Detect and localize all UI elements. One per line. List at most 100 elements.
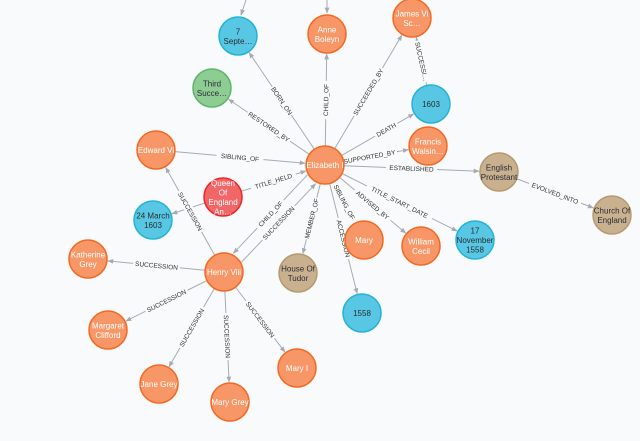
relationship-label-bg bbox=[372, 119, 400, 141]
relationship-evolved-into[interactable]: EVOLVED_INTO bbox=[516, 178, 594, 209]
node-circle[interactable] bbox=[133, 200, 173, 240]
node-circle[interactable] bbox=[203, 177, 243, 217]
node-label: Clifford bbox=[95, 331, 120, 340]
node-circle[interactable] bbox=[305, 145, 345, 185]
relationship-label-bg bbox=[268, 84, 296, 118]
relationship-label-bg bbox=[132, 258, 181, 273]
relationship-label: SUCCEEDED_BY bbox=[352, 67, 385, 117]
node-circle[interactable] bbox=[88, 310, 128, 350]
node-label: English bbox=[486, 163, 512, 172]
node-circle[interactable] bbox=[277, 348, 317, 388]
node-james[interactable]: James ViSc… bbox=[392, 0, 432, 38]
relationship-label: SUCCESSION bbox=[222, 315, 231, 359]
node-circle[interactable] bbox=[411, 84, 451, 124]
relationship-successi-[interactable]: SUCCESSI… bbox=[412, 36, 431, 86]
node-circle[interactable] bbox=[278, 253, 318, 293]
node-d1558[interactable]: 1558 bbox=[342, 293, 382, 333]
relationship-child-of[interactable]: CHILD_OF bbox=[321, 53, 331, 147]
node-label: Mary Grey bbox=[211, 398, 248, 407]
relationship-label: SUCCESSION bbox=[146, 289, 188, 315]
node-circle[interactable] bbox=[218, 16, 258, 56]
relationship-label-bg bbox=[249, 169, 298, 193]
node-label: Succe… bbox=[197, 89, 227, 98]
node-label: Walsin… bbox=[412, 147, 444, 156]
node-mary[interactable]: Mary bbox=[344, 220, 384, 260]
relationship-succession[interactable]: SUCCESSION bbox=[235, 286, 286, 353]
relationship-label-bg bbox=[350, 65, 387, 119]
node-jane[interactable]: Jane Grey bbox=[139, 364, 179, 404]
relationship-restored-by[interactable]: RESTORED_BY bbox=[228, 98, 310, 155]
node-circle[interactable] bbox=[68, 239, 108, 279]
node-label: 17 bbox=[471, 227, 480, 236]
node-third[interactable]: ThirdSucce… bbox=[192, 68, 232, 108]
node-circle[interactable] bbox=[136, 130, 176, 170]
relationship-label-bg bbox=[351, 186, 394, 224]
relationship-established[interactable]: ESTABLISHED bbox=[343, 162, 480, 175]
relationship-label-bg bbox=[174, 188, 206, 235]
offscreen-edge bbox=[240, 0, 247, 16]
node-label: 1603 bbox=[422, 100, 440, 109]
relationship-label-bg bbox=[412, 39, 431, 84]
relationship-death[interactable]: DEATH bbox=[341, 113, 415, 156]
node-circle[interactable] bbox=[210, 382, 250, 422]
node-circle[interactable] bbox=[342, 293, 382, 333]
relationship-succession[interactable]: SUCCESSION bbox=[221, 290, 233, 383]
node-label: Church Of bbox=[594, 206, 631, 215]
relationship-label-bg bbox=[341, 147, 398, 167]
node-francis[interactable]: FrancisWalsin… bbox=[408, 126, 448, 166]
node-queen[interactable]: QueenOfEnglandAn… bbox=[203, 177, 243, 217]
relationship-label-bg bbox=[254, 196, 287, 232]
node-label: Queen bbox=[211, 179, 235, 188]
node-circle[interactable] bbox=[192, 68, 232, 108]
relationship-title-held[interactable]: TITLE_HELD bbox=[240, 169, 307, 193]
relationship-label: CHILD_OF bbox=[323, 84, 330, 116]
node-label: Third bbox=[203, 79, 221, 88]
node-henry[interactable]: Henry Viii bbox=[204, 252, 244, 292]
node-circle[interactable] bbox=[479, 152, 519, 192]
node-circle[interactable] bbox=[307, 14, 347, 54]
relationship-sibling-of[interactable]: SIBLING_OF bbox=[174, 150, 306, 166]
node-label: 1558 bbox=[466, 246, 484, 255]
relationship-label-bg bbox=[259, 202, 298, 244]
node-label: William bbox=[408, 237, 434, 246]
node-d1603[interactable]: 1603 bbox=[411, 84, 451, 124]
node-label: An… bbox=[214, 207, 232, 216]
node-label: England bbox=[208, 198, 237, 207]
node-sept[interactable]: 7Septe… bbox=[218, 16, 258, 56]
node-elizabeth[interactable]: Elizabeth I bbox=[305, 145, 345, 185]
relationship-succession[interactable]: SUCCESSION bbox=[107, 258, 206, 273]
node-label: Anne bbox=[318, 25, 337, 34]
node-label: Francis bbox=[415, 137, 441, 146]
node-circle[interactable] bbox=[344, 220, 384, 260]
node-circle[interactable] bbox=[592, 195, 632, 235]
node-maryi[interactable]: Mary I bbox=[277, 348, 317, 388]
relationship-label-bg bbox=[242, 298, 279, 342]
node-circle[interactable] bbox=[408, 126, 448, 166]
relationship-label-bg bbox=[364, 181, 435, 223]
node-edward[interactable]: Edward Vi bbox=[136, 130, 176, 170]
node-circle[interactable] bbox=[392, 0, 432, 38]
relationship-succession[interactable]: SUCCESSION bbox=[165, 166, 216, 256]
node-circle[interactable] bbox=[401, 226, 441, 266]
node-label: Elizabeth I bbox=[306, 161, 343, 170]
node-label: Tudor bbox=[288, 274, 309, 283]
node-circle[interactable] bbox=[204, 252, 244, 292]
node-circle[interactable] bbox=[455, 220, 495, 260]
relationship-succession[interactable]: SUCCESSION bbox=[241, 183, 317, 263]
node-marygrey[interactable]: Mary Grey bbox=[210, 382, 250, 422]
relationship-label: BORN_ON bbox=[269, 86, 293, 117]
node-label: Septe… bbox=[224, 37, 253, 46]
node-circle[interactable] bbox=[139, 364, 179, 404]
relationship-label: EVOLVED_INTO bbox=[530, 182, 579, 206]
relationship-member-of[interactable]: MEMBER_OF bbox=[301, 183, 322, 255]
